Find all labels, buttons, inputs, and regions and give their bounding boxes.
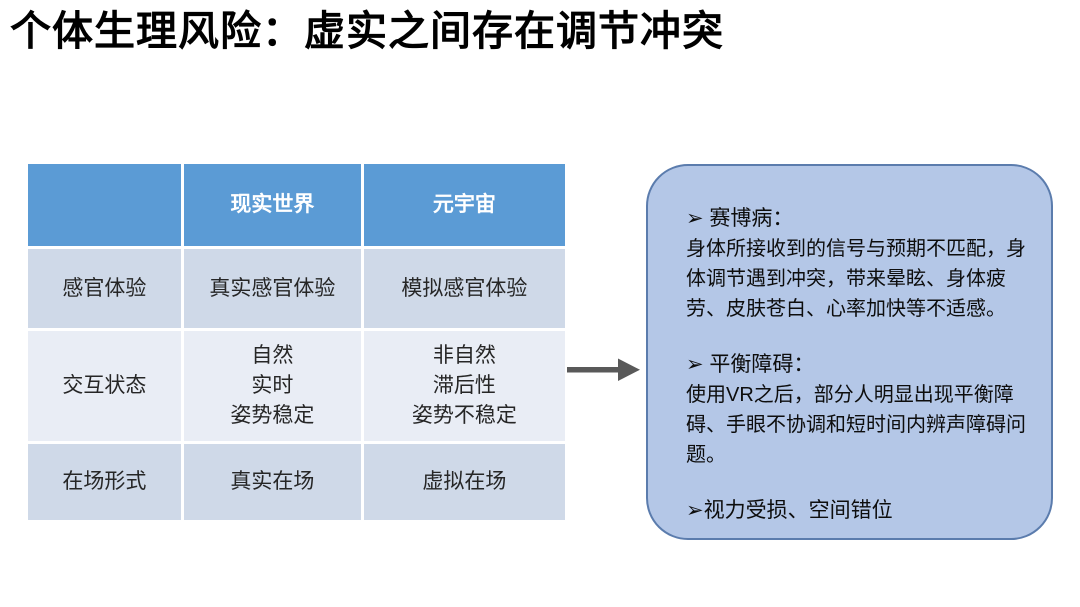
risk-item-vision-spatial: ➢视力受损、空间错位 (686, 496, 1029, 526)
risk-item-heading: ➢ 赛博病： (686, 207, 794, 230)
risk-callout-box: ➢ 赛博病： 身体所接收到的信号与预期不匹配，身体调节遇到冲突，带来晕眩、身体疲… (646, 164, 1053, 540)
risk-item-heading: ➢视力受损、空间错位 (686, 499, 893, 522)
table-header-blank (28, 164, 181, 246)
cell-real-world: 真实在场 (183, 444, 361, 520)
risk-item-heading: ➢ 平衡障碍： (686, 353, 815, 376)
row-label: 在场形式 (28, 444, 181, 520)
table-header-metaverse: 元宇宙 (363, 164, 565, 246)
row-label: 感官体验 (28, 249, 181, 328)
cell-metaverse: 模拟感官体验 (363, 249, 565, 328)
cell-metaverse: 非自然 滞后性 姿势不稳定 (363, 331, 565, 441)
comparison-table: 现实世界 元宇宙 感官体验 真实感官体验 模拟感官体验 交互状态 自然 实时 姿… (25, 161, 568, 523)
risk-item-balance-disorder: ➢ 平衡障碍： 使用VR之后，部分人明显出现平衡障碍、手眼不协调和短时间内辨声障… (686, 350, 1029, 470)
cell-metaverse: 虚拟在场 (363, 444, 565, 520)
table-row-sensory: 感官体验 真实感官体验 模拟感官体验 (28, 249, 565, 328)
table-row-interaction: 交互状态 自然 实时 姿势稳定 非自然 滞后性 姿势不稳定 (28, 331, 565, 441)
risk-item-body: 身体所接收到的信号与预期不匹配，身体调节遇到冲突，带来晕眩、身体疲劳、皮肤苍白、… (686, 238, 1026, 320)
row-label: 交互状态 (28, 331, 181, 441)
table-header-real-world: 现实世界 (183, 164, 361, 246)
flow-arrow-icon (567, 358, 640, 381)
slide-title: 个体生理风险：虚实之间存在调节冲突 (10, 8, 724, 54)
cell-real-world: 自然 实时 姿势稳定 (183, 331, 361, 441)
table-header-row: 现实世界 元宇宙 (28, 164, 565, 246)
cell-real-world: 真实感官体验 (183, 249, 361, 328)
risk-item-body: 使用VR之后，部分人明显出现平衡障碍、手眼不协调和短时间内辨声障碍问题。 (686, 384, 1026, 466)
table-row-presence: 在场形式 真实在场 虚拟在场 (28, 444, 565, 520)
risk-item-cybersickness: ➢ 赛博病： 身体所接收到的信号与预期不匹配，身体调节遇到冲突，带来晕眩、身体疲… (686, 204, 1029, 324)
